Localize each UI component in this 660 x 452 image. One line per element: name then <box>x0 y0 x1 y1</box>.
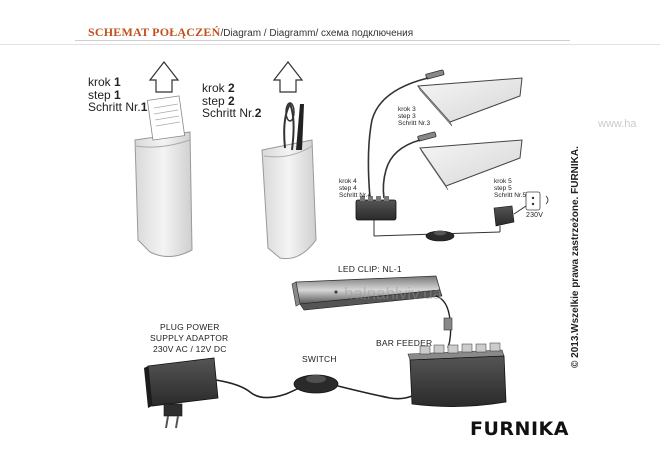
page-title: SCHEMAT POŁĄCZEŃ/Diagram / Diagramm/ схе… <box>88 25 413 40</box>
adapter-small <box>493 205 515 227</box>
plug-label-2: SUPPLY ADAPTOR <box>150 333 229 343</box>
bag-step2 <box>261 101 317 260</box>
switch-label: SWITCH <box>302 354 337 364</box>
glass-shelf-top <box>416 77 523 123</box>
up-arrow-icon <box>148 61 180 93</box>
step-1-label: krok 1 step 1 Schritt Nr.1 <box>88 75 148 114</box>
bar-feeder <box>407 342 507 407</box>
watermark: halnahlviv.ua <box>344 284 442 303</box>
led-clip-bar <box>291 275 443 311</box>
title-polish: SCHEMAT POŁĄCZEŃ <box>88 25 221 39</box>
title-translations: /Diagram / Diagramm/ схема подключения <box>220 28 414 39</box>
header-rule-outer <box>0 44 660 45</box>
bag-step1 <box>134 95 193 257</box>
led-clip-label: LED CLIP: NL-1 <box>338 264 402 274</box>
bar-feeder-label: BAR FEEDER <box>376 338 433 348</box>
plug-label-3: 230V AC / 12V DC <box>153 344 227 354</box>
voltage-label: 230V <box>526 212 544 219</box>
power-adapter <box>144 357 219 429</box>
wall-outlet-icon <box>525 191 541 211</box>
up-arrow-icon <box>272 61 304 93</box>
header-rule <box>75 40 570 41</box>
furnika-logo: FURNIKA <box>470 418 569 440</box>
watermark-edge: www.ha <box>598 118 637 130</box>
step-2-label: krok 2 step 2 Schritt Nr.2 <box>202 81 262 120</box>
plug-label-1: PLUG POWER <box>160 322 220 332</box>
bar-feeder-small <box>355 199 397 221</box>
copyright-text: © 2013.Wszelkie prawa zastrzeżone. FURNI… <box>570 146 581 368</box>
